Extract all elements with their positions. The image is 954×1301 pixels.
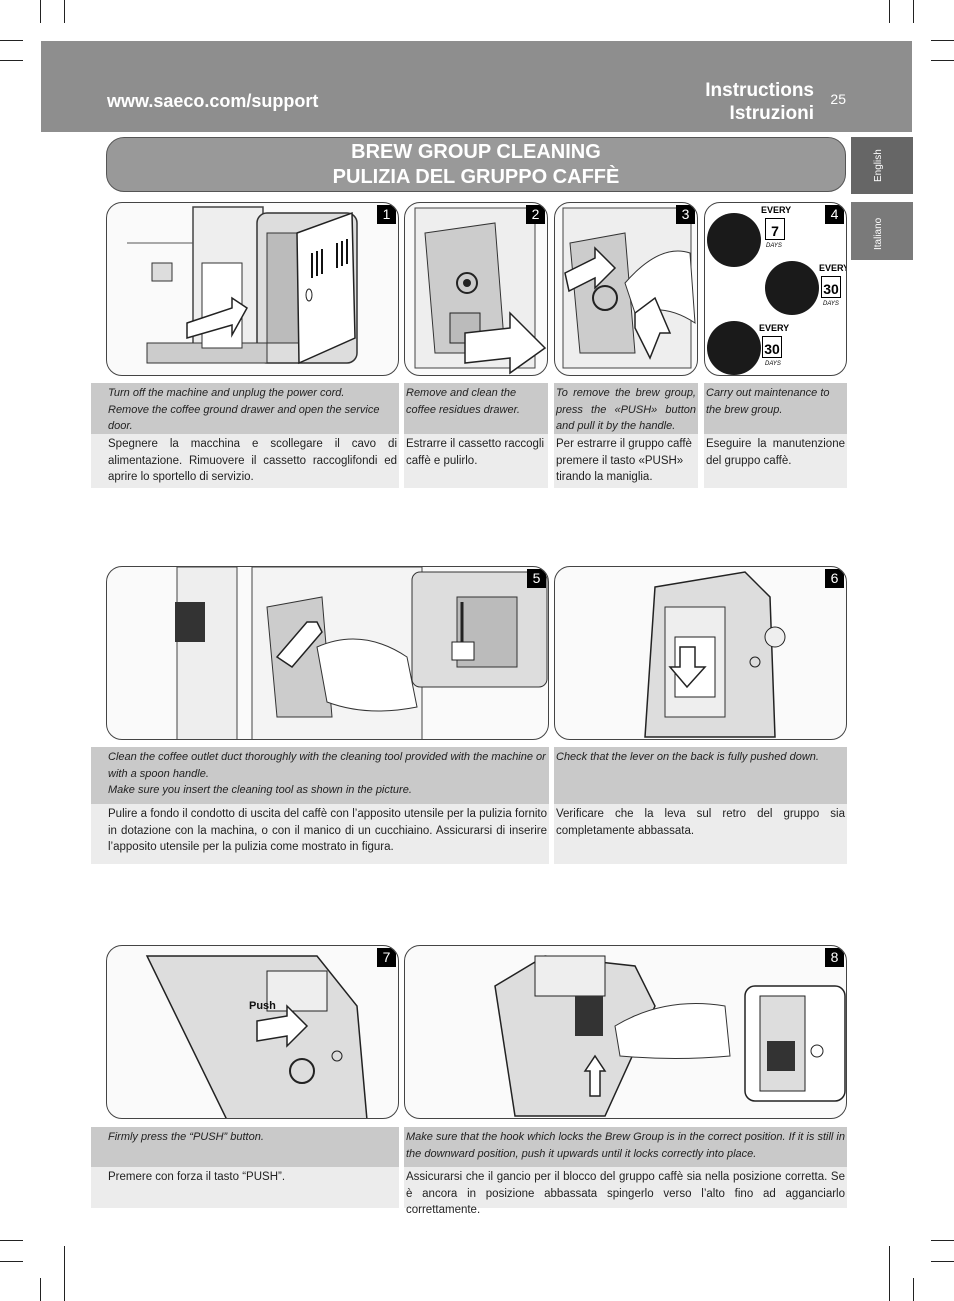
crop-mark [40, 0, 41, 23]
tab-english-label: English [873, 149, 884, 182]
page-number: 25 [830, 91, 846, 107]
illustration-step-8: 8 [404, 945, 847, 1119]
step-1-it: Spegnere la macchina e scollegare il cav… [91, 434, 399, 488]
machine-service-door-drawing [127, 206, 358, 365]
step-number-badge: 4 [825, 205, 844, 224]
calendar-icon: 30 [762, 336, 782, 358]
step-2-en: Remove and clean the coffee residues dra… [404, 383, 548, 434]
tab-italiano[interactable]: Italiano [851, 202, 913, 260]
step-3-it: Per estrarre il gruppo caffè premere il … [554, 434, 698, 488]
crop-mark [0, 60, 23, 61]
crop-mark [931, 1240, 954, 1241]
illustration-step-4: EVERY 7 DAYS EVERY 30 DAYS EVERY 30 DAYS… [704, 202, 847, 376]
step-2-it: Estrarre il cassetto raccogli caffè e pu… [404, 434, 548, 488]
step-number-badge: 3 [676, 205, 695, 224]
step-5-it: Pulire a fondo il condotto di uscita del… [91, 804, 549, 864]
step-4-it: Eseguire la manutenzione del gruppo caff… [704, 434, 847, 488]
title-line-it: PULIZIA DEL GRUPPO CAFFÈ [332, 166, 620, 188]
every-label: EVERY [759, 323, 790, 333]
crop-mark [913, 1278, 914, 1301]
crop-mark [0, 1261, 23, 1262]
step-5-en: Clean the coffee outlet duct thoroughly … [91, 747, 549, 804]
calendar-icon: 7 [765, 218, 785, 240]
step-4-en: Carry out maintenance to the brew group. [704, 383, 847, 434]
title-line-en: BREW GROUP CLEANING [351, 141, 601, 163]
crop-mark [889, 1246, 890, 1301]
step-7-it: Premere con forza il tasto “PUSH”. [91, 1167, 399, 1208]
illustration-step-5: 5 [106, 566, 549, 740]
crop-mark [931, 40, 954, 41]
days-label: DAYS [766, 243, 782, 249]
days-label: DAYS [765, 361, 781, 367]
step-number-badge: 6 [825, 569, 844, 588]
crop-mark [931, 60, 954, 61]
every-label: EVERY [761, 205, 792, 215]
days-label: DAYS [823, 301, 839, 307]
push-button-drawing: Push [145, 955, 368, 1118]
illustration-step-3: 3 [554, 202, 698, 376]
drawer-removal-drawing [414, 207, 547, 375]
crop-mark [0, 40, 23, 41]
step-3-en: To remove the brew group, press the «PUS… [554, 383, 698, 434]
brew-group-removal-drawing [562, 207, 696, 369]
step-6-en: Check that the lever on the back is full… [554, 747, 847, 804]
crop-mark [64, 0, 65, 23]
lever-check-drawing [644, 571, 786, 738]
page-header: www.saeco.com/support Instructions Istru… [41, 41, 912, 132]
step-number-badge: 8 [825, 948, 844, 967]
tab-english[interactable]: English [851, 137, 913, 194]
illustration-step-1: 1 [106, 202, 399, 376]
illustration-step-2: 2 [404, 202, 548, 376]
step-number-badge: 1 [377, 205, 396, 224]
crop-mark [889, 0, 890, 23]
header-title: Instructions Istruzioni [705, 79, 814, 125]
push-label: Push [249, 1000, 276, 1012]
step-7-en: Firmly press the “PUSH” button. [91, 1127, 399, 1167]
crop-mark [0, 1240, 23, 1241]
maintenance-rinse-icon [707, 213, 761, 267]
maintenance-lubricate-icon [765, 261, 819, 315]
hook-position-drawing [494, 955, 846, 1117]
every-label: EVERY [819, 263, 847, 273]
section-title: BREW GROUP CLEANING PULIZIA DEL GRUPPO C… [106, 137, 846, 192]
crop-mark [40, 1278, 41, 1301]
step-8-en: Make sure that the hook which locks the … [404, 1127, 847, 1167]
step-number-badge: 7 [377, 948, 396, 967]
support-url[interactable]: www.saeco.com/support [107, 91, 319, 111]
step-number-badge: 5 [527, 569, 546, 588]
crop-mark [64, 1246, 65, 1301]
step-8-it: Assicurarsi che il gancio per il blocco … [404, 1167, 847, 1216]
tab-italiano-label: Italiano [873, 217, 884, 250]
crop-mark [913, 0, 914, 23]
step-6-it: Verificare che la leva sul retro del gru… [554, 804, 847, 864]
maintenance-descale-icon [707, 321, 761, 375]
crop-mark [931, 1261, 954, 1262]
illustration-step-7: Push 7 [106, 945, 399, 1119]
calendar-icon: 30 [821, 276, 841, 298]
step-number-badge: 2 [526, 205, 545, 224]
header-istruzioni: Istruzioni [729, 103, 814, 124]
step-1-en: Turn off the machine and unplug the powe… [91, 383, 399, 434]
illustration-step-6: 6 [554, 566, 847, 740]
cleaning-tool-drawing [175, 567, 548, 739]
header-instructions: Instructions [705, 80, 814, 101]
